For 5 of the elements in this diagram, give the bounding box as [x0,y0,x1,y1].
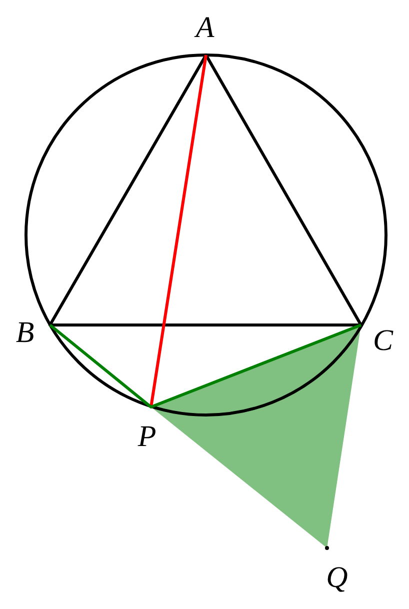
point-label: Q [326,563,348,593]
point-label: A [196,13,214,43]
point-label: B [16,318,34,348]
point-label: C [373,326,393,356]
point-label: P [138,422,156,452]
